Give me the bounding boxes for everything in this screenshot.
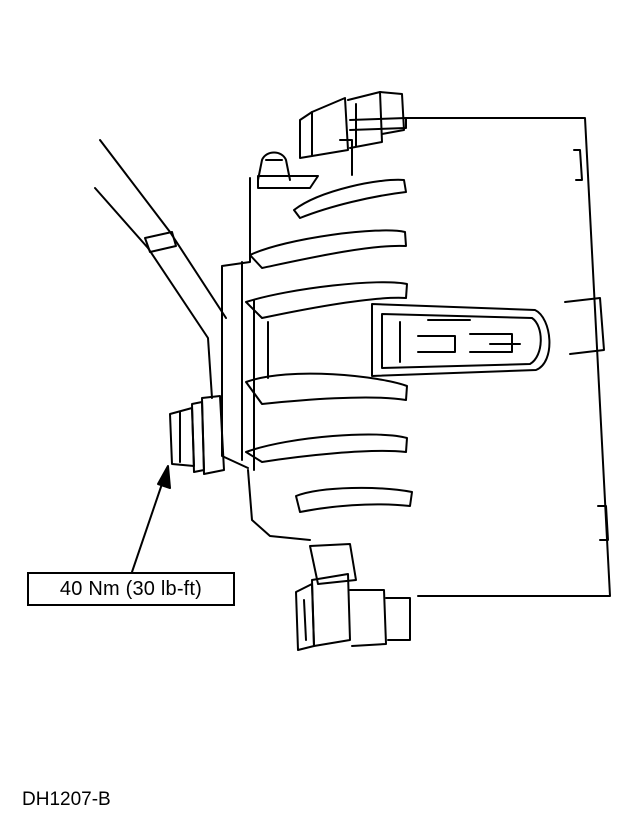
caliper-bracket-bolt (169, 395, 225, 475)
caliper-housing (247, 117, 611, 597)
bleeder-screw (257, 151, 291, 181)
lower-guide-pin (295, 543, 411, 651)
brake-hose (94, 139, 227, 399)
figure-id: DH1207-B (22, 789, 111, 810)
caliper-body (221, 139, 353, 469)
torque-callout: 40 Nm (30 lb-ft) (27, 572, 235, 606)
inspection-window (371, 303, 551, 377)
caliper-fins (245, 178, 413, 513)
torque-label: 40 Nm (30 lb-ft) (59, 577, 203, 600)
callout-arrow (131, 465, 171, 573)
upper-guide-pin (299, 91, 405, 159)
